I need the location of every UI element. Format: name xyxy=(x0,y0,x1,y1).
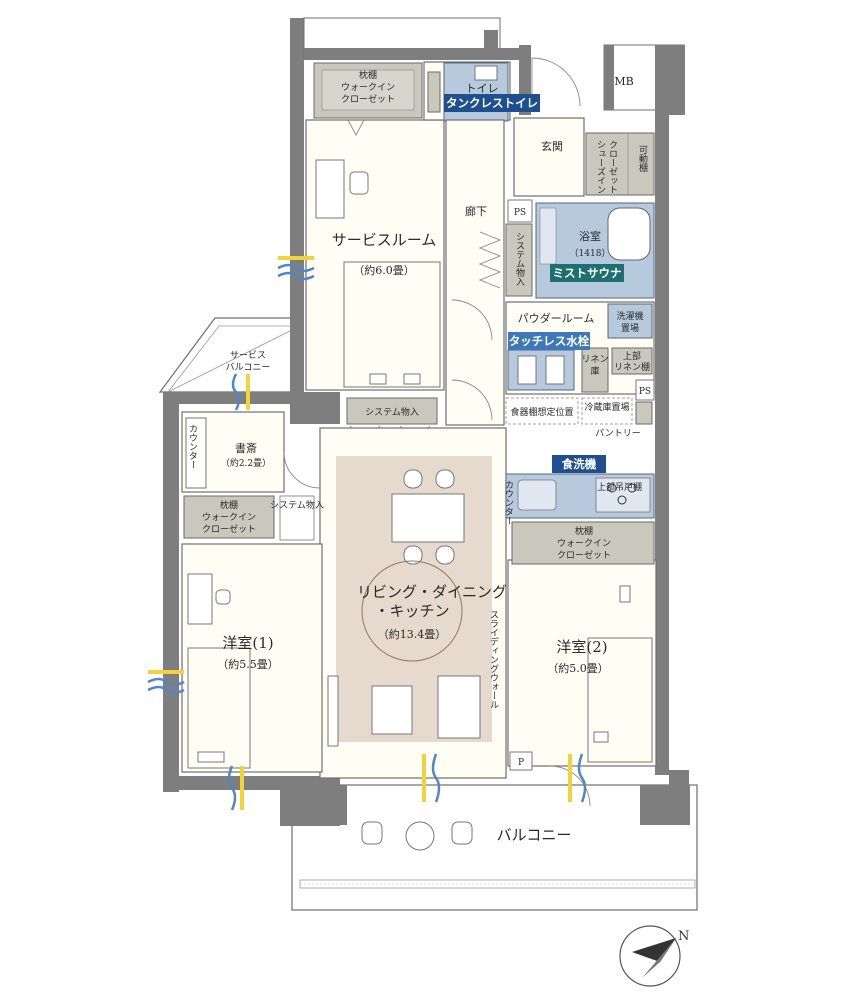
svg-text:枕棚: 枕棚 xyxy=(575,525,593,537)
compass: N xyxy=(619,925,689,987)
bath-size: （1418） xyxy=(570,248,611,259)
svg-text:ウォークイン: ウォークイン xyxy=(341,82,395,93)
compass-north-label: N xyxy=(678,929,689,944)
svg-text:システム物入: システム物入 xyxy=(270,499,324,511)
svg-text:クローゼット: クローゼット xyxy=(607,140,618,194)
svg-text:上部: 上部 xyxy=(623,350,641,362)
ventilation-markers xyxy=(147,256,587,811)
kitchen-storage-band: 食器棚想定位置 冷蔵庫置場 パントリー xyxy=(505,397,653,439)
entrance-label: 玄関 xyxy=(541,139,563,153)
svg-text:食器棚想定位置: 食器棚想定位置 xyxy=(510,406,573,418)
svg-text:洗濯機: 洗濯機 xyxy=(616,310,643,322)
service-room: サービスルーム （約6.0畳） xyxy=(305,119,445,391)
kitchen-counter: カウンター 上部吊戸棚 xyxy=(503,473,655,531)
study-room: カウンター 書斎 （約2.2畳） xyxy=(181,411,321,493)
airflow-icon xyxy=(422,753,441,803)
svg-text:ウォークイン: ウォークイン xyxy=(557,538,611,549)
svg-text:冷蔵庫置場: 冷蔵庫置場 xyxy=(584,401,629,413)
svg-text:パントリー: パントリー xyxy=(595,428,640,439)
svg-text:リネン: リネン xyxy=(581,354,608,365)
svg-text:可動棚: 可動棚 xyxy=(637,145,648,173)
compass-needle-icon xyxy=(632,938,676,962)
svg-text:上部吊戸棚: 上部吊戸棚 xyxy=(597,481,642,493)
airflow-icon xyxy=(231,373,250,411)
ldk-room: リビング・ダイニング ・キッチン （約13.4畳） スライディングウォール xyxy=(319,427,507,779)
svg-text:リネン棚: リネン棚 xyxy=(614,361,650,373)
svg-text:枕棚: 枕棚 xyxy=(359,69,377,81)
western-room-2: 枕棚 ウォークイン クローゼット 洋室(2) （約5.0畳） xyxy=(507,521,657,807)
hallway-label: 廊下 xyxy=(465,204,487,218)
airflow-icon xyxy=(277,256,315,281)
system-storage-hall: システム物入 xyxy=(505,223,533,297)
wic-top: 枕棚 ウォークイン クローゼット xyxy=(313,62,423,136)
balcony-label: バルコニー xyxy=(497,826,572,844)
wic-left: 枕棚 ウォークイン クローゼット xyxy=(183,495,275,539)
powder-label: パウダールーム xyxy=(518,311,595,325)
service-room-name: サービスルーム xyxy=(332,231,437,249)
badge-mist-sauna: ミストサウナ xyxy=(550,264,624,282)
svg-text:システム物入: システム物入 xyxy=(514,232,525,286)
hallway: 廊下 xyxy=(445,119,505,426)
western-room-2-name: 洋室(2) xyxy=(556,638,607,656)
balcony-area xyxy=(291,784,698,911)
badge-tankless-toilet: タンクレストイレ xyxy=(444,94,540,112)
svg-text:食洗機: 食洗機 xyxy=(562,457,597,471)
service-room-size: （約6.0畳） xyxy=(353,263,415,277)
airflow-icon xyxy=(147,670,185,695)
badge-dishwasher: 食洗機 xyxy=(552,455,606,473)
svg-text:シューズイン: シューズイン xyxy=(595,140,606,194)
bath-room: 浴室 （1418） xyxy=(535,202,655,299)
badge-touchless-faucet: タッチレス水栓 xyxy=(508,332,590,350)
airflow-icon xyxy=(227,765,244,811)
p-box: P xyxy=(509,751,533,771)
svg-text:ウォークイン: ウォークイン xyxy=(202,512,256,523)
study-name: 書斎 xyxy=(235,441,257,455)
svg-text:カウンター: カウンター xyxy=(503,480,514,525)
ldk-size: （約13.4畳） xyxy=(378,627,447,641)
svg-text:クローゼット: クローゼット xyxy=(341,93,395,105)
western-room-1-size: （約5.5畳） xyxy=(217,657,279,671)
svg-text:カウンター: カウンター xyxy=(187,424,198,469)
svg-text:PS: PS xyxy=(639,387,651,397)
svg-text:クローゼット: クローゼット xyxy=(202,523,256,535)
outer-walls xyxy=(163,17,689,826)
western-room-2-size: （約5.0畳） xyxy=(547,661,609,675)
study-size: （約2.2畳） xyxy=(221,457,271,469)
svg-text:システム物入: システム物入 xyxy=(365,406,419,418)
svg-text:PS: PS xyxy=(514,208,526,218)
ps-box-right: PS xyxy=(635,379,655,401)
svg-text:枕棚: 枕棚 xyxy=(220,499,238,511)
svg-text:ミストサウナ: ミストサウナ xyxy=(553,266,622,280)
service-balcony-label-2: バルコニー xyxy=(226,362,271,373)
ldk-name-line2: ・キッチン xyxy=(374,602,449,620)
entrance: 玄関 xyxy=(513,57,585,197)
svg-text:タッチレス水栓: タッチレス水栓 xyxy=(509,334,590,348)
ldk-name-line1: リビング・ダイニング xyxy=(357,583,507,601)
svg-text:庫: 庫 xyxy=(590,365,599,377)
service-balcony-label-1: サービス xyxy=(230,350,266,361)
balcony-furniture: バルコニー xyxy=(361,821,572,851)
toilet-label: トイレ xyxy=(466,82,499,95)
system-storage-small: システム物入 xyxy=(270,495,324,541)
svg-text:P: P xyxy=(518,758,524,768)
mb-label: MB xyxy=(614,75,633,88)
ps-box-top: PS xyxy=(507,199,533,223)
svg-text:クローゼット: クローゼット xyxy=(557,549,611,561)
bath-name: 浴室 xyxy=(579,229,601,243)
western-room-1-name: 洋室(1) xyxy=(222,634,273,652)
airflow-icon xyxy=(568,753,587,803)
svg-text:スライディングウォール: スライディングウォール xyxy=(488,610,499,709)
svg-text:タンクレストイレ: タンクレストイレ xyxy=(446,96,538,110)
western-room-1: 洋室(1) （約5.5畳） xyxy=(181,543,323,773)
shoes-closet: シューズイン クローゼット 可動棚 xyxy=(585,132,655,196)
svg-text:置場: 置場 xyxy=(621,322,639,334)
